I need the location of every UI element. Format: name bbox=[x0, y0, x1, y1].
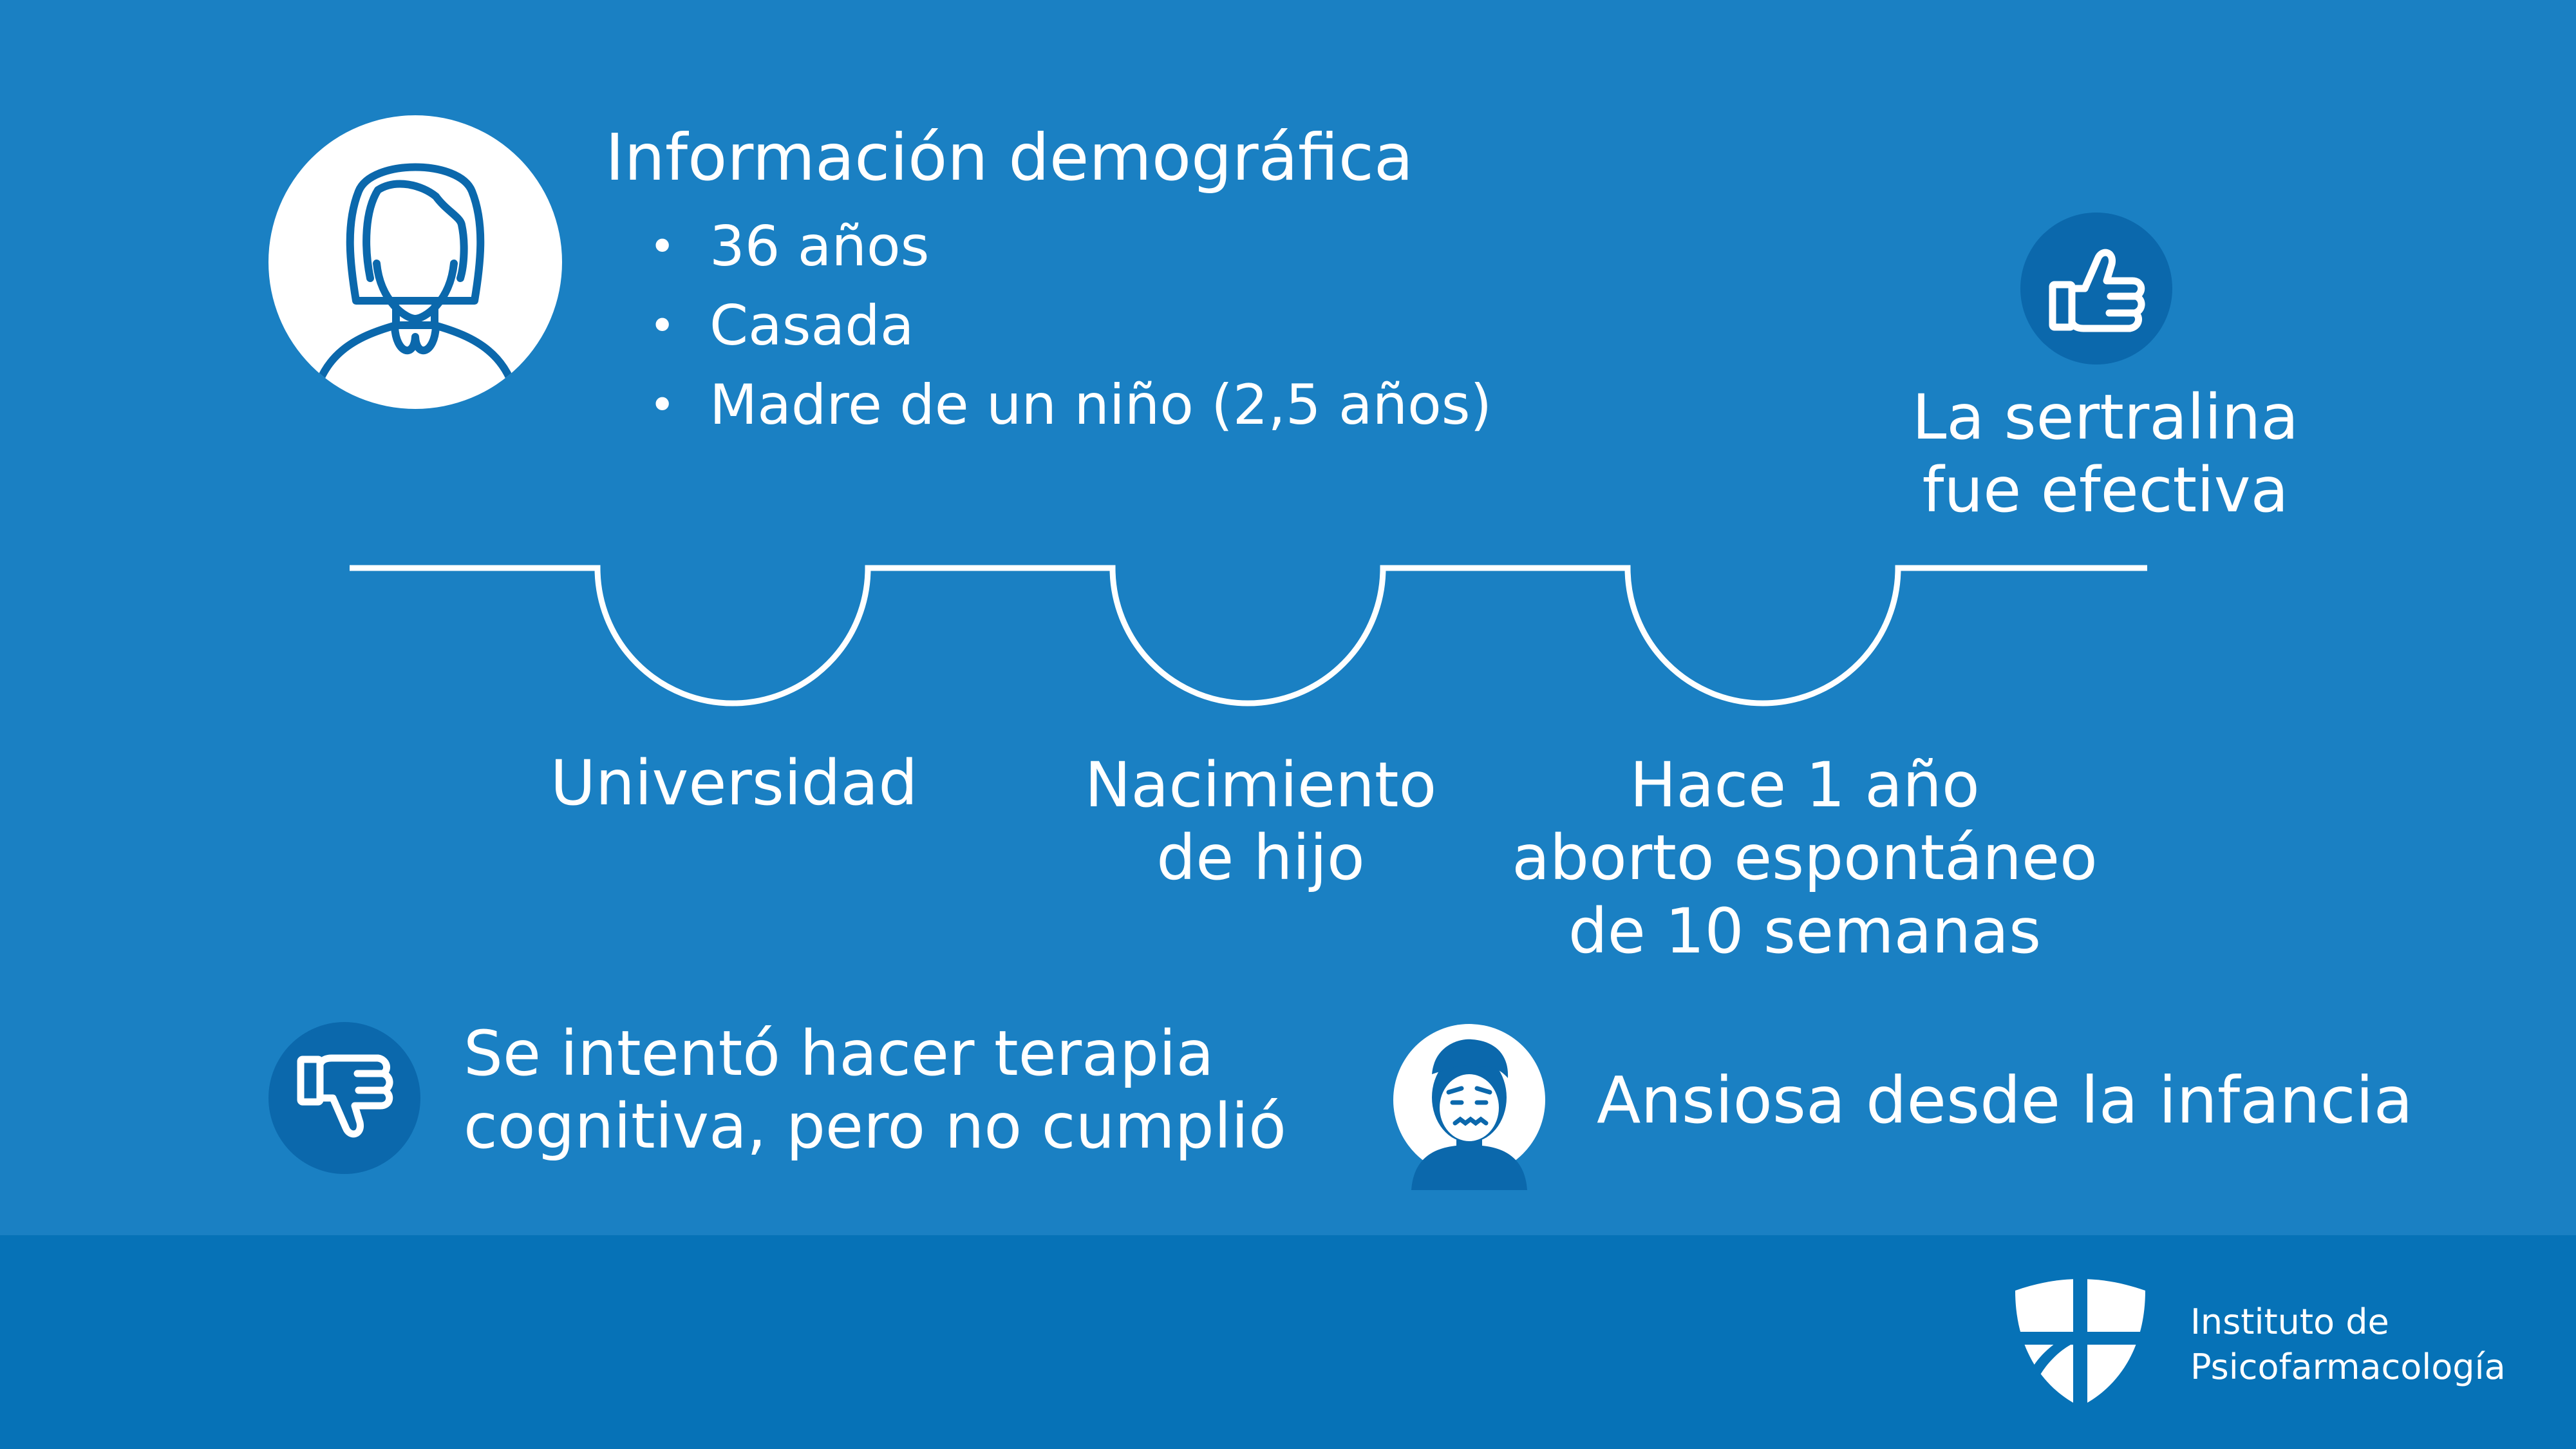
timeline-event-miscarriage: Hace 1 año aborto espontáneo de 10 seman… bbox=[1470, 749, 2139, 968]
demographics-item-marital: Casada bbox=[637, 287, 1492, 366]
footer-band bbox=[0, 1235, 2576, 1449]
thumbs-up-icon bbox=[2020, 213, 2172, 365]
history-text: Ansiosa desde la infancia bbox=[1597, 1063, 2413, 1138]
negative-outcome-line1: Se intentó hacer terapia bbox=[464, 1018, 1214, 1090]
negative-outcome-line2: cognitiva, pero no cumplió bbox=[464, 1090, 1286, 1163]
thumbs-down-icon bbox=[268, 1022, 420, 1174]
demographics-heading: Información demográfica bbox=[605, 120, 1414, 195]
positive-outcome-text: La sertralina fue efectiva bbox=[1848, 381, 2363, 527]
negative-outcome-text: Se intentó hacer terapia cognitiva, pero… bbox=[464, 1018, 1286, 1164]
timeline-event-birth-line1: Nacimiento bbox=[1084, 749, 1437, 821]
institute-name-line1: Instituto de bbox=[2190, 1302, 2389, 1342]
timeline-event-birth: Nacimiento de hijo bbox=[1003, 749, 1518, 895]
demographics-item-age: 36 años bbox=[637, 207, 1492, 287]
timeline-line bbox=[350, 565, 2147, 706]
anxious-man-icon bbox=[1393, 1024, 1545, 1190]
demographics-list: 36 años Casada Madre de un niño (2,5 año… bbox=[637, 207, 1492, 445]
institute-name: Instituto de Psicofarmacología bbox=[2190, 1300, 2506, 1390]
timeline-event-university: Universidad bbox=[476, 747, 992, 820]
demographics-item-child: Madre de un niño (2,5 años) bbox=[637, 366, 1492, 445]
timeline-event-university-line1: Universidad bbox=[550, 747, 918, 819]
positive-outcome-line1: La sertralina bbox=[1912, 381, 2299, 453]
timeline-event-birth-line2: de hijo bbox=[1156, 822, 1365, 895]
timeline-event-miscarriage-line2: aborto espontáneo bbox=[1512, 822, 2098, 895]
timeline-event-miscarriage-line3: de 10 semanas bbox=[1568, 895, 2042, 967]
positive-outcome-line2: fue efectiva bbox=[1922, 454, 2289, 527]
institute-name-line2: Psicofarmacología bbox=[2190, 1347, 2506, 1388]
timeline-event-miscarriage-line1: Hace 1 año bbox=[1630, 749, 1980, 821]
woman-avatar-icon bbox=[268, 115, 562, 409]
shield-logo-icon bbox=[2014, 1279, 2147, 1408]
